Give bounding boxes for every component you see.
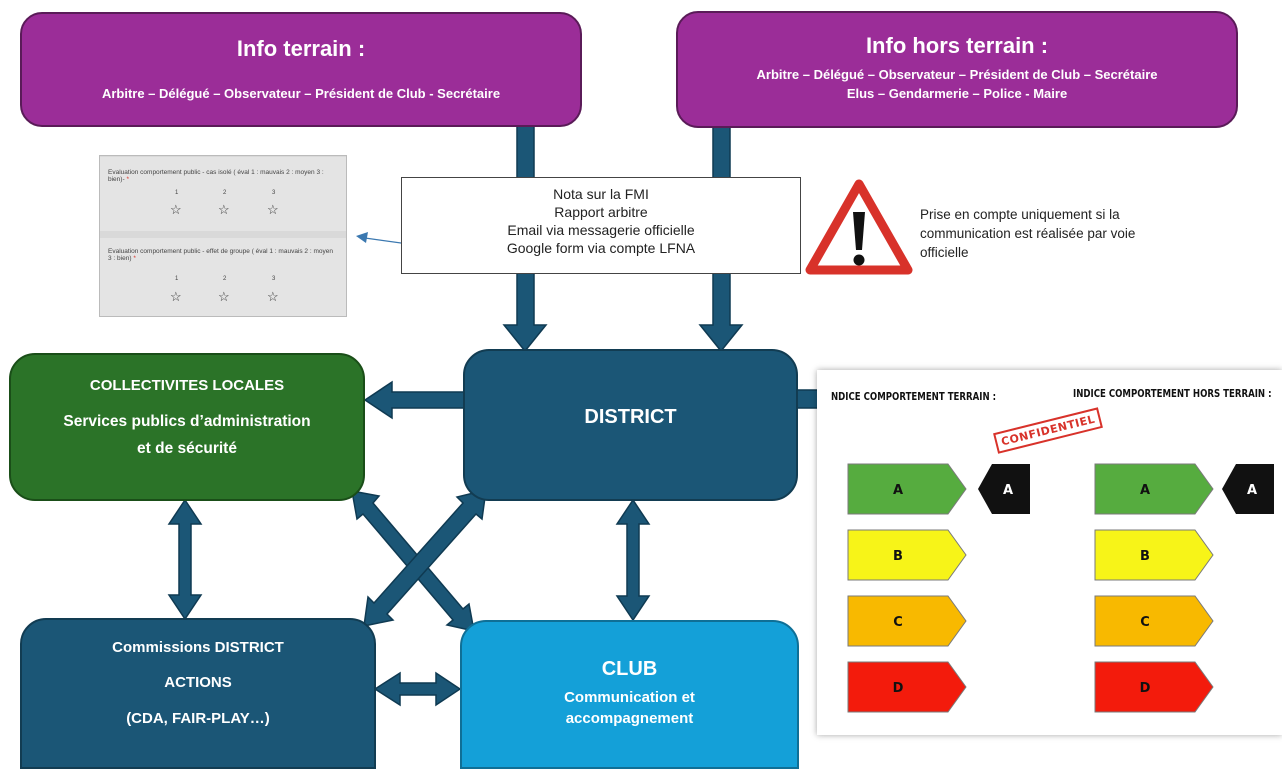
info-hors-terrain-box: Info hors terrain : Arbitre – Délégué – … xyxy=(676,11,1238,128)
index-terrain-title: NDICE COMPORTEMENT TERRAIN : xyxy=(831,390,997,403)
commissions-title: Commissions DISTRICT xyxy=(112,639,284,656)
info-hors-terrain-line1: Arbitre – Délégué – Observateur – Présid… xyxy=(756,67,1158,82)
star-rating-1-icon[interactable]: ☆ xyxy=(170,202,182,217)
info-terrain-title: Info terrain : xyxy=(236,36,366,61)
collectivites-line3: et de sécurité xyxy=(137,440,237,457)
warning-triangle-icon xyxy=(805,179,913,275)
index-hors-terrain-title: INDICE COMPORTEMENT HORS TERRAIN : xyxy=(1073,387,1272,400)
commissions-actions: ACTIONS xyxy=(164,674,232,691)
note-line: Rapport arbitre xyxy=(554,204,648,220)
star-rating-1-icon[interactable]: ☆ xyxy=(170,289,182,304)
note-line: Google form via compte LFNA xyxy=(506,240,696,256)
arrow-collectivites-commissions xyxy=(167,498,203,621)
commissions-district-box: Commissions DISTRICT ACTIONS (CDA, FAIR-… xyxy=(20,618,376,769)
collectivites-line2: Services publics d’administration xyxy=(63,413,311,430)
collectivites-locales-box: COLLECTIVITES LOCALES Services publics d… xyxy=(9,353,365,501)
official-channels-note: Nota sur la FMI Rapport arbitre Email vi… xyxy=(401,177,801,274)
info-terrain-box: Info terrain : Arbitre – Délégué – Obser… xyxy=(20,12,582,127)
star-rating-2-icon[interactable]: ☆ xyxy=(218,289,230,304)
commissions-examples: (CDA, FAIR-PLAY…) xyxy=(126,710,270,727)
arrow-commissions-club xyxy=(373,671,462,707)
note-line: Email via messagerie officielle xyxy=(507,222,695,238)
club-title: CLUB xyxy=(601,658,658,680)
arrow-district-to-collectivites xyxy=(363,380,469,420)
club-box: CLUB Communication et accompagnement xyxy=(460,620,799,769)
form-question-2: Evaluation comportement public - effet d… xyxy=(100,238,346,316)
club-line1: Communication et xyxy=(564,689,695,706)
form-question-1: Evaluation comportement public - cas iso… xyxy=(100,157,346,231)
arrow-district-club xyxy=(615,498,651,622)
info-terrain-actors: Arbitre – Délégué – Observateur – Présid… xyxy=(101,86,501,101)
warning-text: Prise en compte uniquement si la communi… xyxy=(920,207,1136,260)
info-hors-terrain-title: Info hors terrain : xyxy=(865,33,1049,58)
club-line2: accompagnement xyxy=(565,710,694,727)
star-rating-2-icon[interactable]: ☆ xyxy=(218,202,230,217)
star-rating-3-icon[interactable]: ☆ xyxy=(267,289,279,304)
form-question-2-text: Evaluation comportement public - effet d… xyxy=(108,248,333,262)
district-label: DISTRICT xyxy=(584,406,677,428)
info-hors-terrain-actors: Arbitre – Délégué – Observateur – Présid… xyxy=(678,65,1236,103)
collectivites-title: COLLECTIVITES LOCALES xyxy=(89,377,285,394)
district-box: DISTRICT xyxy=(463,349,798,501)
google-form-thumbnail: Evaluation comportement public - cas iso… xyxy=(99,155,347,317)
note-line: Nota sur la FMI xyxy=(553,186,649,202)
star-rating-3-icon[interactable]: ☆ xyxy=(267,202,279,217)
info-hors-terrain-line2: Elus – Gendarmerie – Police - Maire xyxy=(846,86,1068,101)
form-question-1-text: Evaluation comportement public - cas iso… xyxy=(108,169,324,183)
